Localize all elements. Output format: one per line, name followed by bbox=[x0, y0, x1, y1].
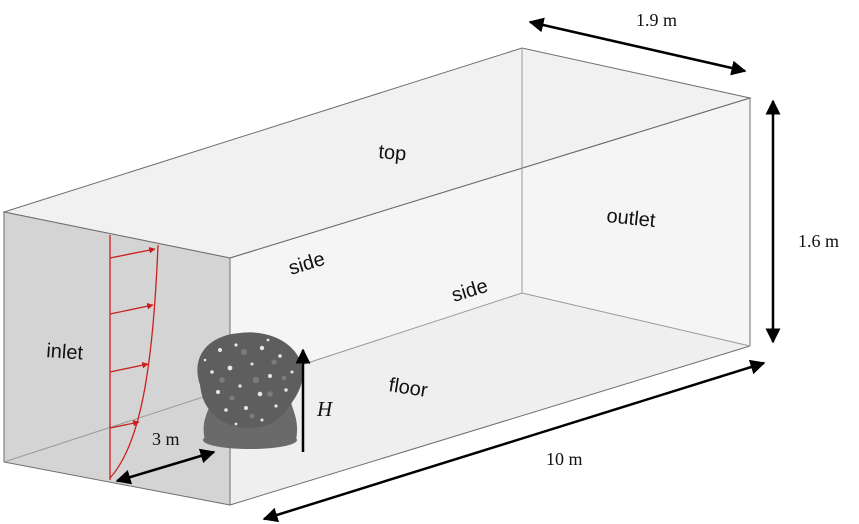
distance-dimension-arrow bbox=[115, 448, 216, 485]
label-height-symbol: H bbox=[316, 397, 334, 421]
width-dimension-arrow bbox=[528, 17, 747, 76]
label-top: top bbox=[378, 141, 408, 165]
label-width-dimension: 1.9 m bbox=[636, 10, 677, 30]
label-distance-dimension: 3 m bbox=[152, 429, 180, 449]
length-dimension-arrow bbox=[262, 359, 766, 523]
label-inlet: inlet bbox=[46, 340, 85, 365]
label-height-dimension: 1.6 m bbox=[798, 231, 839, 251]
tree-model bbox=[197, 332, 303, 449]
label-outlet: outlet bbox=[605, 205, 656, 232]
label-length-dimension: 10 m bbox=[546, 449, 583, 469]
